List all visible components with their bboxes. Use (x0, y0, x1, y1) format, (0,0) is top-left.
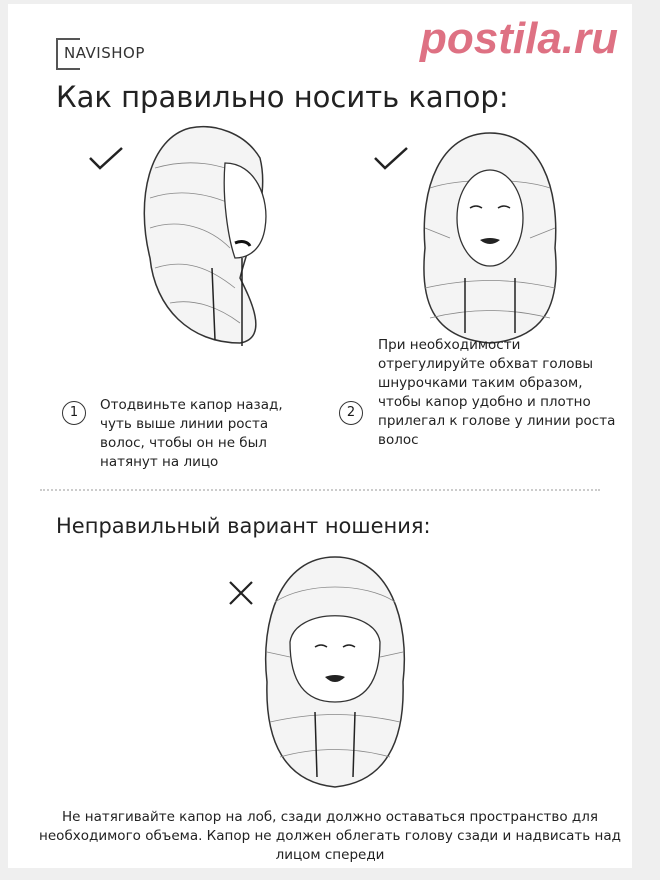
hood-illustration-wrong (264, 556, 406, 788)
step-2-text: При необходимости отрегулируйте обхват г… (378, 337, 616, 448)
page-title: Как правильно носить капор: (56, 80, 509, 114)
postila-watermark: postila.ru (420, 14, 619, 63)
cross-icon (229, 581, 253, 605)
hood-illustration-side (143, 126, 267, 346)
navishop-logo: NAVISHOP (56, 38, 176, 70)
hood-illustration-front (423, 132, 557, 344)
step-1-text: Отодвиньте капор назад, чуть выше линии … (100, 397, 283, 470)
check-icon (89, 147, 123, 170)
wrong-description: Не натягивайте капор на лоб, сзади должн… (39, 809, 621, 863)
check-icon (374, 147, 408, 170)
wrong-section-title: Неправильный вариант ношения: (56, 514, 431, 538)
section-divider (40, 489, 600, 491)
step-2-number: 2 (339, 401, 363, 425)
step-1-number: 1 (62, 401, 86, 425)
